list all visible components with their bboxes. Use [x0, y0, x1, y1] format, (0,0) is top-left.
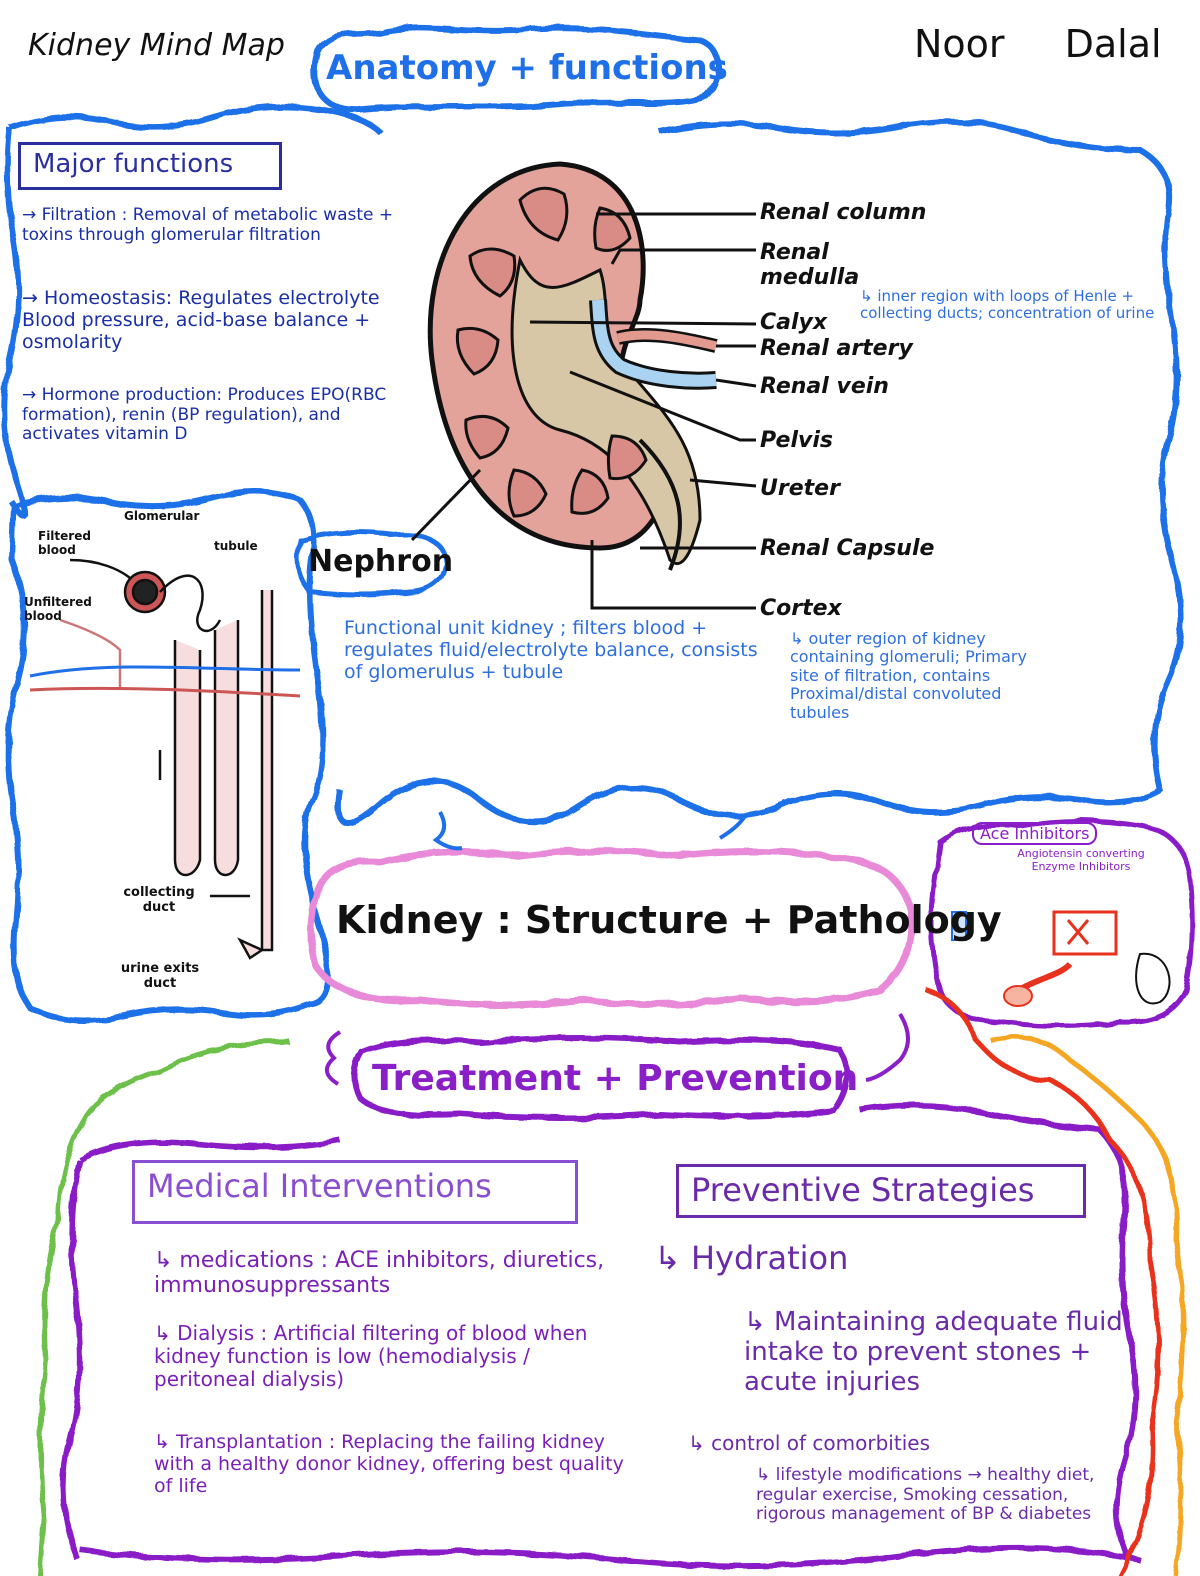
major-functions-label: Major functions	[33, 149, 234, 179]
center-title: Kidney : Structure + Pathology	[336, 898, 1002, 942]
nephron-filtered-label: Filtered blood	[38, 529, 91, 557]
red-outline	[925, 987, 1162, 1576]
medical-item-medications: ↳ medications : ACE inhibitors, diuretic…	[154, 1248, 605, 1299]
function-hormone: → Hormone production: Produces EPO(RBC f…	[22, 385, 387, 445]
author-name: Noor Dalal	[914, 22, 1162, 66]
orange-outline	[989, 1035, 1186, 1576]
nephron-description: Functional unit kidney ; filters blood +…	[344, 617, 758, 683]
center-title-cloud	[307, 847, 915, 1009]
ace-subtitle: Angiotensin converting Enzyme Inhibitors	[1017, 847, 1145, 873]
label-renal-artery: Renal artery	[760, 336, 913, 361]
treatment-region-border	[60, 1102, 1141, 1570]
nephron-tubule-label: tubule	[214, 539, 258, 553]
preventive-lifestyle: ↳ lifestyle modifications → healthy diet…	[756, 1465, 1095, 1525]
label-renal-column: Renal column	[760, 200, 927, 225]
nephron-unfiltered-label: Unfiltered blood	[24, 595, 92, 623]
nephron-label-cloud	[295, 529, 449, 598]
nephron-illustration	[29, 558, 301, 960]
green-outline	[37, 1039, 291, 1576]
label-renal-vein: Renal vein	[760, 374, 889, 399]
connector-treatment-left	[325, 1030, 342, 1086]
medical-item-dialysis: ↳ Dialysis : Artificial filtering of blo…	[154, 1321, 588, 1391]
treatment-heading-cloud	[351, 1035, 850, 1121]
cortex-note: ↳ outer region of kidney containing glom…	[790, 629, 1027, 722]
anatomy-heading: Anatomy + functions	[326, 48, 728, 88]
label-renal-capsule: Renal Capsule	[760, 536, 935, 561]
label-ureter: Ureter	[760, 476, 840, 501]
major-functions-box: Major functions	[18, 142, 282, 190]
treatment-heading: Treatment + Prevention	[372, 1058, 859, 1099]
ace-illustration	[951, 910, 1171, 1007]
medulla-note: ↳ inner region with loops of Henle + col…	[860, 287, 1155, 323]
label-pelvis: Pelvis	[760, 428, 833, 453]
ace-title: Ace Inhibitors	[972, 822, 1098, 845]
preventive-hydration-note: ↳ Maintaining adequate fluid intake to p…	[744, 1307, 1123, 1397]
preventive-strategies-label: Preventive Strategies	[691, 1171, 1035, 1209]
connector-treatment-right	[865, 1012, 910, 1082]
connector-right	[718, 813, 748, 840]
nephron-glomerular-label: Glomerular	[124, 509, 200, 523]
anatomy-region-border	[1, 103, 1184, 826]
nephron-label: Nephron	[308, 544, 454, 579]
function-homeostasis: → Homeostasis: Regulates electrolyte Blo…	[22, 287, 380, 353]
medical-interventions-box: Medical Interventions	[132, 1160, 578, 1224]
page-title: Kidney Mind Map	[28, 28, 285, 63]
medical-interventions-label: Medical Interventions	[147, 1167, 492, 1205]
connector-left	[432, 811, 463, 851]
label-cortex: Cortex	[760, 596, 842, 621]
preventive-comorbid: ↳ control of comorbities	[688, 1431, 930, 1455]
nephron-urine-label: urine exits duct	[120, 961, 200, 991]
preventive-strategies-box: Preventive Strategies	[676, 1164, 1086, 1218]
nephron-collecting-label: collecting duct	[123, 885, 195, 915]
label-renal-medulla: Renal medulla	[760, 240, 860, 290]
kidney-illustration	[410, 161, 757, 610]
function-filtration: → Filtration : Removal of metabolic wast…	[22, 205, 394, 245]
anatomy-heading-cloud	[311, 24, 721, 114]
label-calyx: Calyx	[760, 310, 828, 335]
medical-item-transplantation: ↳ Transplantation : Replacing the failin…	[154, 1431, 624, 1497]
nephron-box-border	[5, 488, 332, 1024]
preventive-hydration: ↳ Hydration	[654, 1239, 849, 1277]
